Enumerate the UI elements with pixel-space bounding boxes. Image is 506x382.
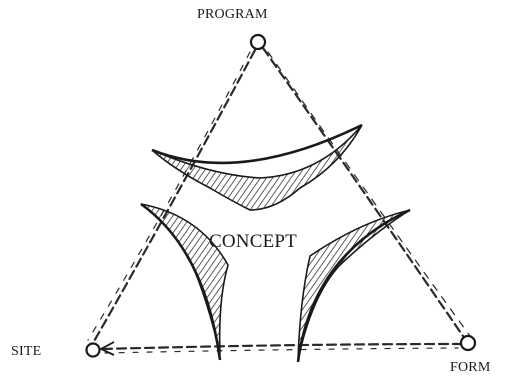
site-label: SITE (11, 344, 41, 360)
edge-site-form-sketch (105, 348, 458, 353)
program-label: PROGRAM (197, 7, 268, 23)
form-label: FORM (450, 360, 490, 376)
right-shape-fill (298, 210, 410, 360)
edge-program-form-sketch (268, 52, 470, 336)
edge-site-form (103, 344, 460, 349)
form-node (461, 336, 475, 350)
site-node (87, 344, 100, 357)
top-curved-shape (152, 125, 362, 210)
program-node (251, 35, 265, 49)
concept-label: CONCEPT (209, 231, 297, 253)
